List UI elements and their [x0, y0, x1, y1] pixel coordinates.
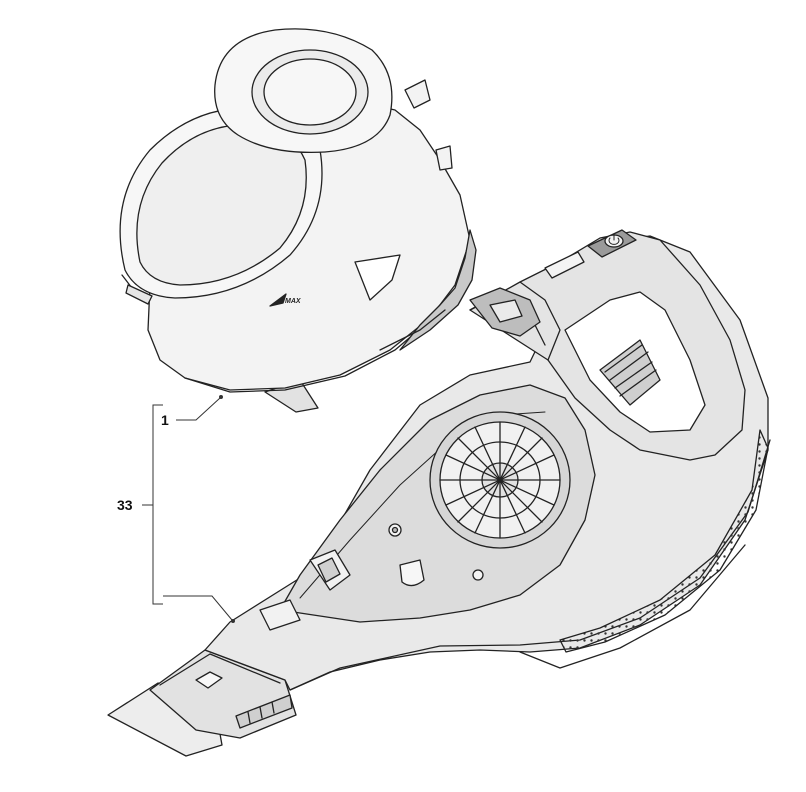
handheld-body: [107, 229, 771, 757]
power-button: [587, 229, 637, 258]
leader-line-1: [176, 397, 221, 421]
bin-brand-swoosh: [269, 293, 287, 307]
callout-33: 33: [117, 497, 133, 513]
bin-brand-mark: MAX: [285, 298, 301, 305]
callout-1: 1: [161, 412, 169, 428]
callout-leaders: [142, 395, 235, 623]
leader-line-33-bottom: [163, 595, 233, 621]
leader-line-33-top: [152, 404, 163, 605]
bin-cyclone-band: [399, 229, 477, 351]
side-grille: [559, 429, 769, 653]
dust-bin: [119, 28, 477, 413]
motor-filter-grille: [429, 411, 571, 549]
